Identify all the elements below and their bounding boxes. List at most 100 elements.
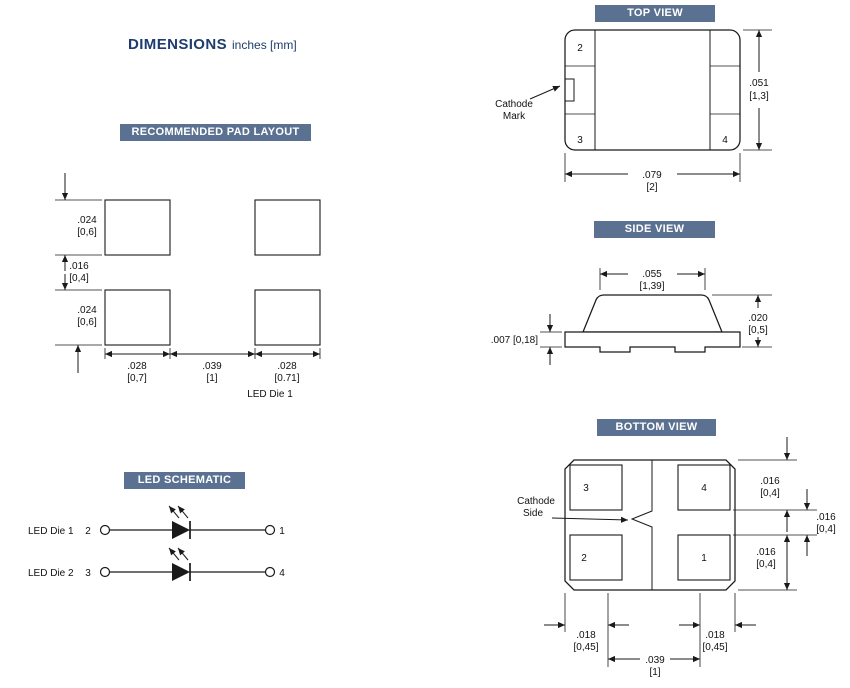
cathode-mark-label-line1: Cathode bbox=[495, 99, 533, 110]
side-view-base bbox=[564, 331, 741, 353]
bottom-pad4-label: 4 bbox=[701, 483, 707, 494]
pad-dim-top-height-mm: [0,6] bbox=[77, 227, 97, 238]
bottom-dim-bottom-left-mm: [0,45] bbox=[573, 642, 598, 653]
cathode-mark-label-line2: Mark bbox=[503, 111, 526, 122]
schematic-die1-left-terminal bbox=[99, 524, 111, 536]
schematic-die2-label: LED Die 2 bbox=[28, 568, 74, 579]
top-view-pin3-label: 3 bbox=[577, 135, 583, 146]
schematic-die2-diode bbox=[172, 563, 190, 581]
top-view-dim-width-mm: [2] bbox=[646, 182, 657, 193]
title-text: DIMENSIONS bbox=[128, 36, 228, 53]
schematic-die1-emission-arrow-1 bbox=[168, 505, 180, 519]
side-view-dim-height-mm: [0,5] bbox=[748, 325, 768, 336]
bottom-dim-right-top-in: .016 bbox=[760, 476, 780, 487]
section-header-top-view: TOP VIEW bbox=[595, 5, 715, 22]
section-header-bottom-view: BOTTOM VIEW bbox=[597, 419, 716, 436]
top-view-dim-width-in: .079 bbox=[642, 170, 662, 181]
page-title: DIMENSIONS inches [mm] bbox=[128, 36, 297, 54]
schematic-die2-left-terminal bbox=[99, 566, 111, 578]
top-view-dim-right: .051 [1,3] bbox=[743, 29, 772, 151]
top-view-pin2-label: 2 bbox=[577, 43, 583, 54]
side-view-dim-base-thickness: .007 [0,18] bbox=[491, 335, 538, 346]
bottom-dim-bottom-right-in: .018 bbox=[705, 630, 725, 641]
bottom-view-drawing: 3 4 2 1 Cathode Side .016 [0,4] .016 [0,… bbox=[517, 437, 836, 678]
pad-dim-bot-height-in: .024 bbox=[77, 305, 97, 316]
side-view-dome bbox=[582, 294, 723, 333]
bottom-dim-right-bottom-mm: [0,4] bbox=[756, 559, 776, 570]
side-view-dim-left: .007 [0,18] bbox=[491, 314, 562, 365]
bottom-dim-right-middle-in: .016 bbox=[816, 512, 836, 523]
top-view-cathode-notch bbox=[564, 78, 575, 102]
bottom-pad-2 bbox=[569, 534, 623, 581]
schematic-die2-right-pin-label: 4 bbox=[279, 568, 285, 579]
bottom-dim-bottom-left-in: .018 bbox=[576, 630, 596, 641]
bottom-view-cathode-marker bbox=[630, 460, 653, 590]
pad-rect-top-left bbox=[104, 199, 171, 256]
bottom-view-package bbox=[564, 459, 736, 591]
pad-layout-note: LED Die 1 bbox=[247, 389, 293, 400]
schematic-row-die1: LED Die 1 2 1 bbox=[28, 505, 285, 539]
section-header-led-schematic: LED SCHEMATIC bbox=[124, 472, 245, 489]
section-header-pad-layout: RECOMMENDED PAD LAYOUT bbox=[120, 124, 311, 141]
bottom-dim-bottom-center-in: .039 bbox=[645, 655, 665, 666]
pad-rect-top-right bbox=[254, 199, 321, 256]
side-view-package bbox=[564, 294, 741, 353]
bottom-pad-4 bbox=[677, 464, 731, 511]
pad-layout-pads bbox=[104, 199, 321, 346]
pad-rect-bottom-right bbox=[254, 289, 321, 346]
bottom-dim-right-middle-mm: [0,4] bbox=[816, 524, 836, 535]
bottom-view-bottom-dims: .018 [0,45] .018 [0,45] .039 [1] bbox=[544, 593, 756, 678]
bottom-pad-1 bbox=[677, 534, 731, 581]
side-view-dim-right: .020 [0,5] bbox=[712, 294, 772, 348]
bottom-dim-right-top-mm: [0,4] bbox=[760, 488, 780, 499]
schematic-row-die2: LED Die 2 3 4 bbox=[28, 547, 285, 581]
schematic-die1-label: LED Die 1 bbox=[28, 526, 74, 537]
top-view-drawing: 2 3 4 Cathode Mark .051 [1,3] .079 [2] bbox=[495, 29, 772, 193]
cathode-side-label-line1: Cathode bbox=[517, 496, 555, 507]
top-view-pin4-label: 4 bbox=[722, 135, 728, 146]
bottom-pad2-label: 2 bbox=[581, 553, 587, 564]
schematic-die1-left-pin-label: 2 bbox=[85, 526, 91, 537]
pad-dim-gap-in: .016 bbox=[69, 261, 89, 272]
pad-dim-width-right-in: .028 bbox=[277, 361, 297, 372]
title-units: inches [mm] bbox=[232, 38, 297, 52]
top-view-body bbox=[564, 29, 741, 151]
pad-dim-width-left-in: .028 bbox=[127, 361, 147, 372]
pad-rect-bottom-left bbox=[104, 289, 171, 346]
top-view-dim-height-in: .051 bbox=[749, 78, 769, 89]
bottom-view-right-dims: .016 [0,4] .016 [0,4] .016 [0,4] bbox=[733, 437, 836, 591]
pad-layout-dimension-arrows bbox=[61, 173, 320, 373]
pad-dim-width-right-mm: [0.71] bbox=[274, 373, 299, 384]
schematic-die2-emission-arrow-1 bbox=[168, 547, 180, 561]
section-header-side-view: SIDE VIEW bbox=[594, 221, 715, 238]
top-view-dim-height-mm: [1,3] bbox=[749, 91, 769, 102]
top-view-dim-bottom: .079 [2] bbox=[564, 153, 741, 193]
top-view-package bbox=[564, 29, 741, 151]
bottom-pad-3 bbox=[569, 464, 623, 511]
side-view-dim-top: .055 [1,39] bbox=[599, 268, 706, 292]
bottom-pad1-label: 1 bbox=[701, 553, 707, 564]
bottom-dim-right-bottom-in: .016 bbox=[756, 547, 776, 558]
bottom-view-cathode-callout: Cathode Side bbox=[517, 496, 629, 523]
cathode-side-label-line2: Side bbox=[523, 508, 543, 519]
schematic-die1-right-pin-label: 1 bbox=[279, 526, 285, 537]
bottom-dim-bottom-center-mm: [1] bbox=[649, 667, 660, 678]
schematic-die2-left-pin-label: 3 bbox=[85, 568, 91, 579]
side-view-dim-top-width-in: .055 bbox=[642, 269, 662, 280]
schematic-die2-emission-arrow-2 bbox=[177, 547, 189, 561]
side-view-dim-top-width-mm: [1,39] bbox=[639, 281, 664, 292]
bottom-dim-bottom-right-mm: [0,45] bbox=[702, 642, 727, 653]
side-view-dim-height-in: .020 bbox=[748, 313, 768, 324]
schematic-die1-diode bbox=[172, 521, 190, 539]
pad-dim-top-height-in: .024 bbox=[77, 215, 97, 226]
pad-dim-gap-mm: [0,4] bbox=[69, 273, 89, 284]
pad-layout-drawing: .024 [0,6] .016 [0,4] .024 [0,6] .028 [0… bbox=[55, 173, 321, 400]
schematic-die2-right-terminal bbox=[264, 566, 276, 578]
pad-dim-width-left-mm: [0,7] bbox=[127, 373, 147, 384]
pad-dim-pitch-in: .039 bbox=[202, 361, 222, 372]
led-schematic-drawing: LED Die 1 2 1 LED Die 2 3 4 bbox=[28, 505, 285, 581]
side-view-drawing: .055 [1,39] .007 [0,18] .020 [0,5] bbox=[491, 268, 772, 365]
bottom-pad3-label: 3 bbox=[583, 483, 589, 494]
top-view-cathode-callout: Cathode Mark bbox=[495, 85, 561, 122]
